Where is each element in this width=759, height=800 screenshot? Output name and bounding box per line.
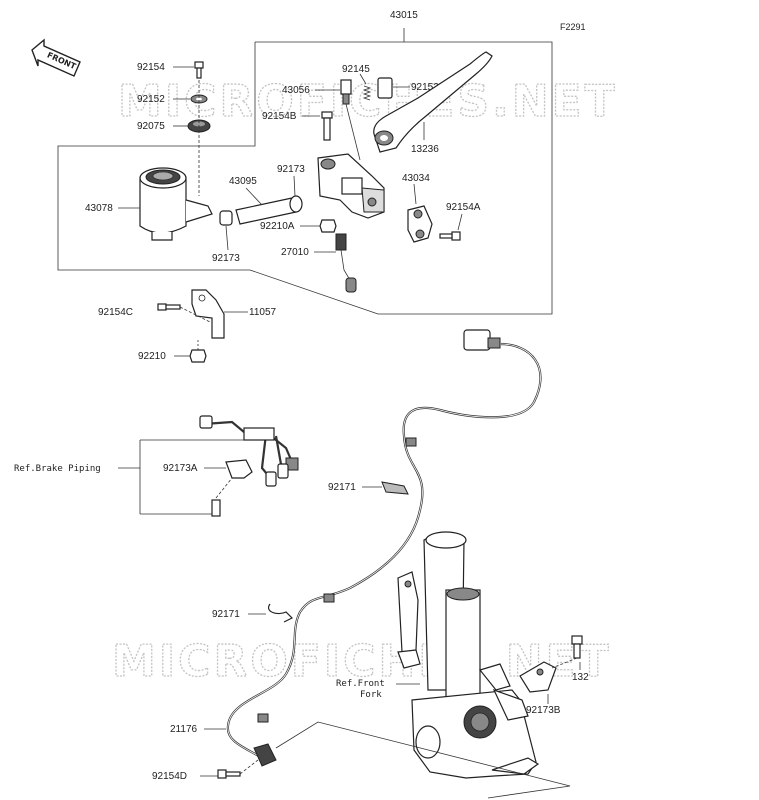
nut-92210A	[319, 219, 337, 233]
label-92145: 92145	[342, 64, 370, 75]
label-43034: 43034	[402, 173, 430, 184]
label-92210: 92210	[138, 351, 166, 362]
label-92154D: 92154D	[152, 771, 187, 782]
clamp-bolt-lower	[211, 477, 233, 517]
reservoir-43078	[139, 167, 213, 241]
clamp-bolt-92154A	[439, 231, 461, 241]
label-92154C: 92154C	[98, 307, 133, 318]
label-92154: 92154	[137, 62, 165, 73]
clamp-92173A	[225, 459, 253, 479]
label-43078: 43078	[85, 203, 113, 214]
label-92171-lower: 92171	[212, 609, 240, 620]
bracket-bolt-92154C	[157, 303, 181, 311]
reservoir-screw-92154	[194, 61, 204, 79]
front-direction-arrow: FRONT	[31, 38, 81, 77]
label-132: 132	[572, 672, 589, 683]
front-fork-assembly	[397, 531, 540, 779]
label-ref-brake-piping: Ref.Brake Piping	[14, 464, 101, 474]
nut-92210	[189, 349, 207, 363]
sensor-group-outline	[275, 721, 571, 799]
label-21176: 21176	[170, 724, 198, 735]
label-92173B: 92173B	[526, 705, 561, 716]
handlebar-clamp-43034	[407, 205, 433, 243]
label-92075: 92075	[137, 121, 165, 132]
label-92152A: 92152A	[411, 82, 446, 93]
brake-piping-assembly	[199, 415, 299, 487]
label-92173-lower: 92173	[212, 253, 240, 264]
label-43015: 43015	[390, 10, 418, 21]
label-92173A: 92173A	[163, 463, 198, 474]
bleeder-43056	[340, 79, 352, 105]
bracket-11057	[191, 289, 225, 339]
hose-clamp-92173-left	[219, 210, 233, 226]
label-92154B: 92154B	[262, 111, 297, 122]
label-92173-upper: 92173	[277, 164, 305, 175]
label-92152: 92152	[137, 94, 165, 105]
label-92154A: 92154A	[446, 202, 481, 213]
label-13236: 13236	[411, 144, 439, 155]
pivot-collar-92152A	[377, 77, 393, 99]
brake-switch-27010	[335, 233, 357, 293]
label-92171-upper: 92171	[328, 482, 356, 493]
sensor-bolt-92154D	[217, 759, 259, 779]
spring-92145	[362, 85, 372, 101]
diagram-code: F2291	[560, 22, 586, 32]
label-ref-front-fork-2: Fork	[360, 690, 382, 700]
hose-clamp-92173-right	[289, 195, 303, 213]
sensor-clamp-92173B	[519, 661, 557, 693]
label-27010: 27010	[281, 247, 309, 258]
label-92210A: 92210A	[260, 221, 295, 232]
label-43095: 43095	[229, 176, 257, 187]
sensor-bolt-132	[551, 635, 583, 669]
assembly-outline-43015	[57, 28, 553, 315]
master-cylinder-body	[317, 153, 385, 219]
label-11057: 11057	[249, 307, 277, 318]
cable-clip-92171-upper	[381, 481, 409, 495]
brake-lever-13236	[373, 51, 493, 153]
cable-clip-92171-lower	[268, 603, 294, 623]
label-ref-front-fork-1: Ref.Front	[336, 679, 385, 689]
pivot-bolt-92154B	[321, 111, 333, 141]
abs-sensor-cable-21176	[226, 329, 542, 767]
label-43056: 43056	[282, 85, 310, 96]
